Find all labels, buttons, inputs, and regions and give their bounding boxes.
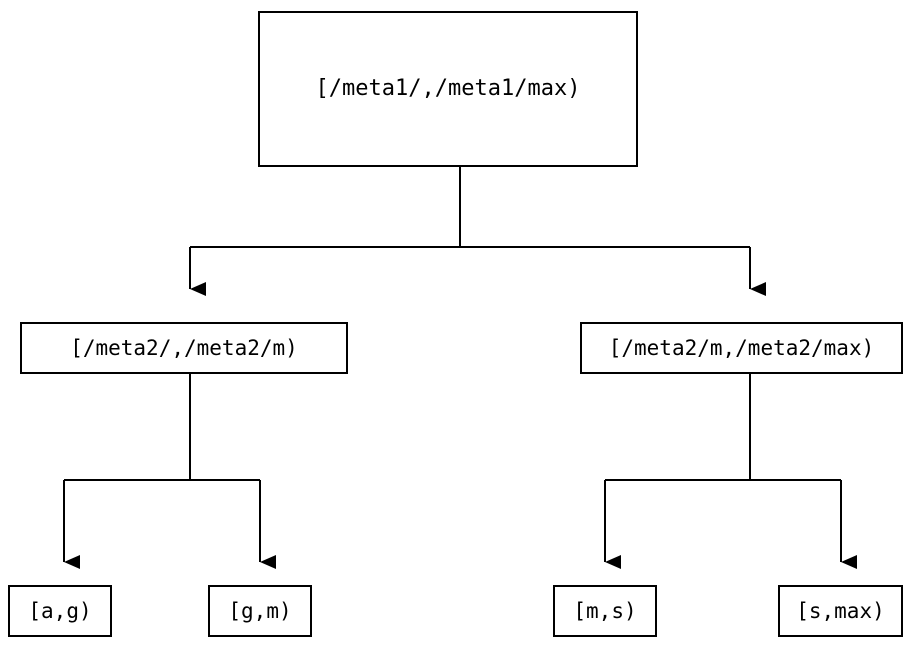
tree-node-root-label: [/meta1/,/meta1/max) (315, 76, 581, 101)
edge-left-branch-to-leaves (63, 374, 276, 569)
edge-right-branch-to-leaves (604, 374, 857, 569)
edge-root-to-level2 (189, 167, 766, 296)
tree-node-right-branch[interactable]: [/meta2/m,/meta2/max) (580, 322, 903, 374)
tree-node-leaf-ms[interactable]: [m,s) (553, 585, 657, 637)
tree-node-leaf-ag-label: [a,g) (28, 598, 92, 623)
tree-node-root[interactable]: [/meta1/,/meta1/max) (258, 11, 638, 167)
tree-node-left-branch-label: [/meta2/,/meta2/m) (70, 335, 298, 360)
tree-node-right-branch-label: [/meta2/m,/meta2/max) (608, 335, 875, 360)
tree-node-leaf-ag[interactable]: [a,g) (8, 585, 112, 637)
tree-node-leaf-ms-label: [m,s) (573, 598, 637, 623)
tree-node-left-branch[interactable]: [/meta2/,/meta2/m) (20, 322, 348, 374)
tree-node-leaf-smax[interactable]: [s,max) (778, 585, 903, 637)
tree-node-leaf-gm[interactable]: [g,m) (208, 585, 312, 637)
tree-node-leaf-gm-label: [g,m) (228, 598, 292, 623)
tree-node-leaf-smax-label: [s,max) (796, 598, 885, 623)
